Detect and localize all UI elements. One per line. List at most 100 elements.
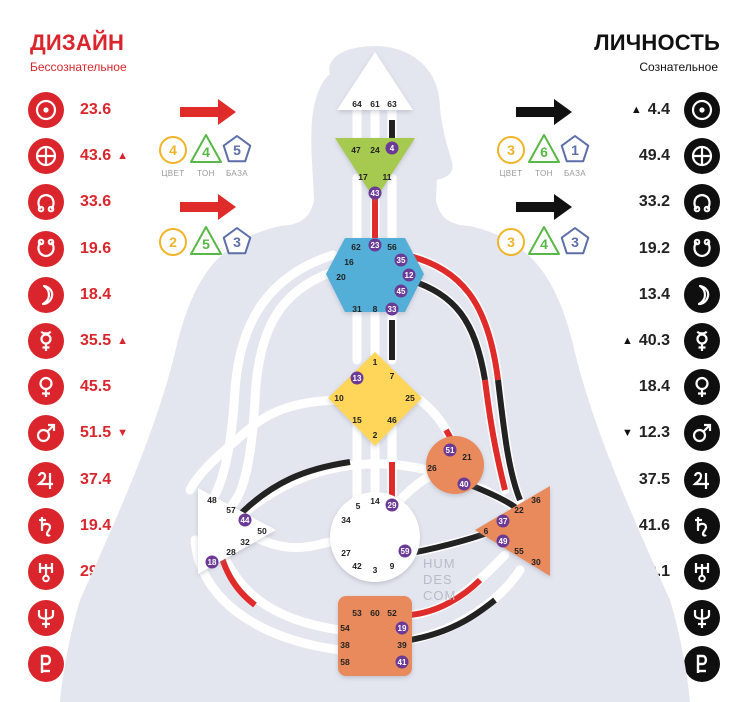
gate-line-value: 12.3 bbox=[638, 424, 670, 442]
north-node-icon bbox=[28, 184, 64, 221]
planet-row: 51.5▼ bbox=[28, 411, 128, 455]
gate-number: 14 bbox=[370, 496, 380, 506]
gate-number: 1 bbox=[373, 357, 378, 367]
center-sacral bbox=[330, 492, 420, 582]
gate-number: 36 bbox=[531, 495, 541, 505]
gate-number: 41 bbox=[398, 658, 407, 667]
center-solar-plexus bbox=[475, 486, 550, 576]
gate-line-value: 37.5 bbox=[638, 470, 670, 488]
planet-row: ▲41.6 bbox=[622, 504, 720, 548]
color-badge bbox=[159, 136, 187, 164]
gate-number: 40 bbox=[460, 480, 469, 489]
gate-number: 57 bbox=[226, 505, 236, 515]
gate-number: 44 bbox=[241, 516, 250, 525]
active-gate-marker bbox=[394, 253, 408, 267]
tone-badge bbox=[190, 226, 222, 255]
gate-number: 55 bbox=[514, 546, 524, 556]
gate-line-value: 13.4 bbox=[638, 285, 670, 303]
planet-row: 43.6 ▲ bbox=[28, 134, 128, 178]
gate-number: 51 bbox=[446, 446, 455, 455]
variable-value: 2 bbox=[169, 234, 177, 250]
active-gate-marker bbox=[368, 186, 382, 200]
gate-number: 50 bbox=[257, 526, 267, 536]
gate-number: 63 bbox=[387, 99, 397, 109]
south-node-icon bbox=[28, 230, 64, 267]
variable-value: 4 bbox=[169, 142, 177, 158]
gate-number: 16 bbox=[344, 257, 354, 267]
planet-row: 33.6 bbox=[28, 180, 117, 224]
gate-number: 19 bbox=[398, 624, 407, 633]
sun-icon bbox=[28, 92, 64, 128]
gate-number: 30 bbox=[531, 557, 541, 567]
active-gate-marker bbox=[385, 498, 399, 512]
venus-icon bbox=[684, 369, 720, 406]
jupiter-icon bbox=[684, 461, 720, 498]
gate-line-value: 19.4 bbox=[80, 516, 112, 534]
planet-row: ▲4.4 bbox=[631, 88, 720, 132]
svg-text:DES: DES bbox=[423, 572, 453, 587]
tone-badge bbox=[528, 134, 560, 163]
gate-line-value: 43.6 bbox=[80, 147, 112, 165]
active-gate-marker bbox=[395, 621, 409, 635]
gate-number: 45 bbox=[397, 287, 406, 296]
gate-number: 46 bbox=[387, 415, 397, 425]
fixing-mark: ▼ bbox=[117, 427, 129, 440]
gate-number: 15 bbox=[352, 415, 362, 425]
gate-number: 28 bbox=[226, 547, 236, 557]
planet-row: 45.5 bbox=[28, 365, 117, 409]
active-gate-marker bbox=[496, 514, 510, 528]
gate-number: 23 bbox=[371, 241, 380, 250]
planet-row: 19.2 bbox=[633, 227, 720, 271]
gate-line-value: 33.2 bbox=[638, 193, 670, 211]
planet-row: 33.2 bbox=[633, 180, 720, 224]
personality-subtitle: Сознательное bbox=[639, 60, 718, 74]
gate-line-value: 45.5 bbox=[80, 378, 112, 396]
color-badge bbox=[497, 136, 525, 164]
tone-badge bbox=[528, 226, 560, 255]
planet-row: 19.6 bbox=[28, 227, 117, 271]
planet-row: ▼12.3 bbox=[622, 411, 720, 455]
gate-number: 32 bbox=[240, 537, 250, 547]
gate-line-value: 19.6 bbox=[80, 239, 112, 257]
variable-label: БАЗА bbox=[564, 169, 586, 178]
saturn-icon bbox=[28, 507, 64, 544]
gate-number: 13 bbox=[353, 374, 362, 383]
variable-value: 4 bbox=[540, 236, 548, 252]
gate-number: 6 bbox=[484, 526, 489, 536]
planet-row: 13.4 bbox=[633, 273, 720, 317]
variable-value: 6 bbox=[540, 144, 548, 160]
watermark: HUM DES COM bbox=[423, 556, 455, 603]
gate-number: 18 bbox=[208, 558, 217, 567]
gate-number: 29 bbox=[388, 501, 397, 510]
color-badge bbox=[497, 228, 525, 256]
gate-number: 54 bbox=[340, 623, 350, 633]
gate-line-value: 37.4 bbox=[80, 470, 112, 488]
gate-number: 37 bbox=[499, 517, 508, 526]
variable-value: 3 bbox=[507, 142, 515, 158]
design-subtitle: Бессознательное bbox=[30, 60, 127, 74]
gate-number: 27 bbox=[341, 548, 351, 558]
tone-badge bbox=[190, 134, 222, 163]
fixing-mark: ▲ bbox=[117, 150, 129, 163]
base-badge bbox=[222, 227, 252, 255]
gate-number: 26 bbox=[427, 463, 437, 473]
gate-number: 38 bbox=[340, 640, 350, 650]
mercury-icon bbox=[684, 323, 720, 359]
gate-number: 48 bbox=[207, 495, 217, 505]
pluto-icon bbox=[28, 646, 64, 683]
earth-icon bbox=[28, 138, 64, 175]
fixing-mark: ▲ bbox=[621, 335, 633, 347]
design-title: ДИЗАЙН bbox=[30, 30, 125, 55]
gate-number: 34 bbox=[341, 515, 351, 525]
variable-value: 3 bbox=[571, 234, 579, 250]
gate-line-value: 18.4 bbox=[80, 285, 112, 303]
neptune-icon bbox=[28, 600, 64, 637]
variable-value: 4 bbox=[202, 144, 210, 160]
active-gate-marker bbox=[395, 655, 409, 669]
fixing-mark: ▲ bbox=[630, 104, 642, 116]
active-gate-marker bbox=[368, 238, 382, 252]
north-node-icon bbox=[684, 184, 720, 221]
gate-number: 33 bbox=[388, 305, 397, 314]
base-badge bbox=[222, 135, 252, 163]
